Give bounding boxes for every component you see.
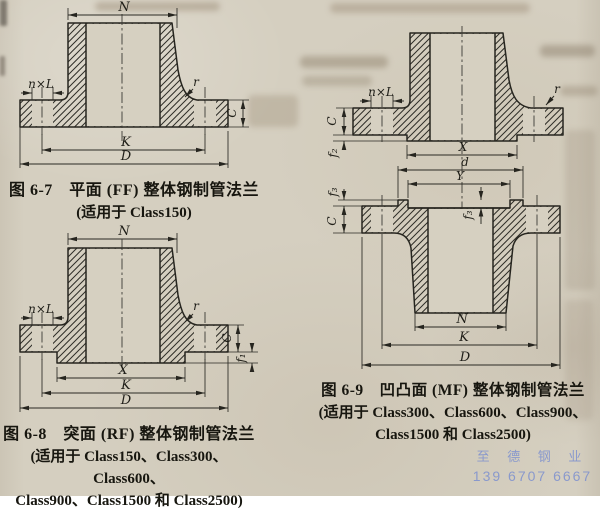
bore-cutout: [430, 33, 495, 141]
bleed-through-smudge: [540, 45, 595, 57]
leader-r: [545, 95, 555, 106]
bolt-center-lines: [381, 195, 538, 240]
dim-label-C: C: [220, 333, 234, 342]
bore-cutout: [428, 208, 493, 313]
figure-6-8-caption-line1: 图 6-8 突面 (RF) 整体钢制管法兰: [3, 426, 255, 443]
figure-6-9-caption-line3: Class1500 和 Class2500): [375, 427, 531, 443]
dim-label-d: d: [461, 155, 469, 169]
dim-label-f3-mid: f₃: [461, 210, 475, 220]
flange-figures-drawing: N n×L r C K D N: [19, 0, 564, 412]
flange-outline: [19, 247, 229, 364]
scan-edge-mark: [0, 56, 5, 76]
bolt-hole-band: [32, 325, 53, 352]
flange-outline: [352, 32, 564, 142]
figure-6-8-caption: 图 6-8 突面 (RF) 整体钢制管法兰 (适用于 Class150、Clas…: [0, 424, 258, 512]
dim-label-C: C: [325, 216, 339, 225]
dim-label-K: K: [120, 135, 132, 150]
dim-label-D: D: [459, 350, 471, 365]
figure-6-7-caption-line1: 图 6-7 平面 (FF) 整体钢制管法兰: [8, 182, 260, 199]
watermark: 至 德 钢 业 139 6707 6667: [450, 446, 600, 484]
bore-edges: [85, 248, 161, 363]
figure-6-7-drawing: N n×L r C K D: [19, 0, 249, 168]
scan-edge-mark: [0, 0, 7, 26]
figure-6-8-caption-line2: (适用于 Class150、Class300、Class600、: [30, 449, 228, 487]
bolt-hole-band: [32, 100, 53, 127]
dim-label-Y: Y: [456, 169, 465, 183]
dim-label-K: K: [120, 378, 132, 393]
figure-6-8-caption-line3: Class900、Class1500 和 Class2500): [15, 493, 243, 509]
bleed-through-smudge: [95, 2, 220, 11]
dim-label-r: r: [193, 299, 200, 313]
dim-label-nxL: n×L: [28, 302, 54, 316]
dim-label-nxL: n×L: [28, 77, 54, 91]
dim-label-X: X: [458, 140, 468, 154]
dim-label-C: C: [325, 116, 339, 125]
dim-label-C: C: [225, 108, 239, 117]
dim-label-D: D: [120, 393, 132, 408]
bore-edges: [85, 23, 161, 127]
bore-edges: [427, 208, 494, 313]
bleed-through-smudge: [565, 130, 595, 290]
dim-label-f3: f₃: [326, 187, 340, 197]
dim-label-f2: f₂: [326, 148, 340, 158]
bore-cutout: [86, 248, 160, 363]
extension-lines: [333, 199, 561, 369]
leader-r: [184, 313, 194, 323]
dim-label-f1: f₁: [234, 353, 248, 363]
watermark-company: 至 德 钢 业: [476, 449, 589, 464]
dim-label-K: K: [458, 330, 470, 345]
dim-label-nxL: n×L: [368, 85, 394, 99]
dim-label-X: X: [117, 363, 128, 378]
figure-6-7-caption-line2: (适用于 Class150): [76, 205, 192, 221]
bore-cutout: [86, 23, 160, 127]
flange-outline: [361, 199, 561, 314]
watermark-phone: 139 6707 6667: [472, 468, 593, 484]
dim-label-r: r: [554, 82, 561, 96]
bleed-through-smudge: [300, 56, 388, 68]
figure-6-9-caption-line2: (适用于 Class300、Class600、Class900、: [318, 405, 588, 421]
figure-6-9-drawing: n×L r C f₂ X d Y f₃ C: [325, 26, 564, 369]
dim-label-N: N: [117, 0, 130, 15]
figure-6-8-drawing: N n×L r C f₁ X K D: [19, 224, 258, 412]
dim-label-r: r: [193, 75, 200, 89]
flange-outline: [19, 22, 229, 128]
figure-6-9-caption-line1: 图 6-9 凹凸面 (MF) 整体钢制管法兰: [321, 382, 585, 399]
figure-6-9-caption: 图 6-9 凹凸面 (MF) 整体钢制管法兰 (适用于 Class300、Cla…: [306, 380, 600, 446]
leader-r: [184, 88, 194, 98]
bolt-center-lines: [381, 96, 535, 142]
bleed-through-smudge: [248, 95, 298, 127]
bleed-through-smudge: [560, 86, 598, 96]
dim-label-N: N: [455, 312, 468, 327]
dim-label-N: N: [117, 224, 130, 239]
bleed-through-smudge: [330, 3, 530, 13]
figure-6-7-caption: 图 6-7 平面 (FF) 整体钢制管法兰 (适用于 Class150): [8, 180, 260, 224]
bleed-through-smudge: [565, 300, 593, 420]
dim-label-D: D: [120, 149, 132, 164]
bolt-center-lines: [41, 87, 206, 135]
bleed-through-smudge: [302, 76, 372, 86]
bolt-center-lines: [41, 312, 206, 360]
bore-edges: [429, 33, 496, 141]
